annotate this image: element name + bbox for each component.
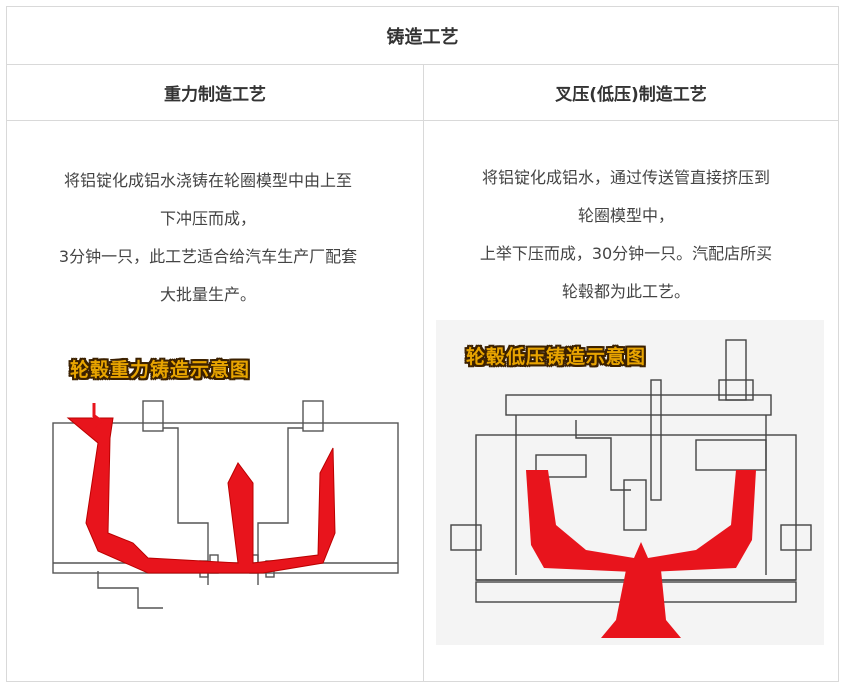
header-gravity-process: 重力制造工艺	[164, 84, 266, 105]
gravity-description: 将铝锭化成铝水浇铸在轮圈模型中由上至 下冲压而成， 3分钟一只，此工艺适合给汽车…	[12, 162, 404, 314]
low-pressure-casting-drawing	[436, 320, 824, 645]
gravity-desc-line: 下冲压而成，	[159, 209, 256, 228]
low-pressure-desc-line: 上举下压而成，30分钟一只。汽配店所买	[479, 244, 773, 263]
gravity-figure-label: 轮毂重力铸造示意图	[70, 359, 251, 381]
low-pressure-desc-line: 轮毂都为此工艺。	[561, 282, 690, 301]
low-pressure-description: 将铝锭化成铝水，通过传送管直接挤压到 轮圈模型中， 上举下压而成，30分钟一只。…	[430, 159, 822, 311]
low-pressure-casting-diagram: 轮毂低压铸造示意图	[436, 320, 824, 645]
gravity-desc-line: 大批量生产。	[159, 285, 256, 304]
column-divider	[423, 64, 424, 681]
low-pressure-figure-label: 轮毂低压铸造示意图	[466, 346, 647, 368]
gravity-desc-line: 将铝锭化成铝水浇铸在轮圈模型中由上至	[63, 171, 352, 190]
table-title: 铸造工艺	[7, 7, 838, 65]
gravity-casting-drawing	[52, 400, 399, 609]
process-comparison-table: 铸造工艺 重力制造工艺 叉压(低压)制造工艺	[6, 6, 839, 682]
low-pressure-desc-line: 将铝锭化成铝水，通过传送管直接挤压到	[481, 168, 770, 187]
gravity-casting-diagram: 轮毂重力铸造示意图	[38, 323, 408, 623]
low-pressure-desc-line: 轮圈模型中，	[577, 206, 674, 225]
header-low-pressure-process: 叉压(低压)制造工艺	[555, 84, 707, 105]
header-row: 重力制造工艺 叉压(低压)制造工艺	[7, 64, 838, 121]
gravity-desc-line: 3分钟一只，此工艺适合给汽车生产厂配套	[58, 247, 358, 266]
